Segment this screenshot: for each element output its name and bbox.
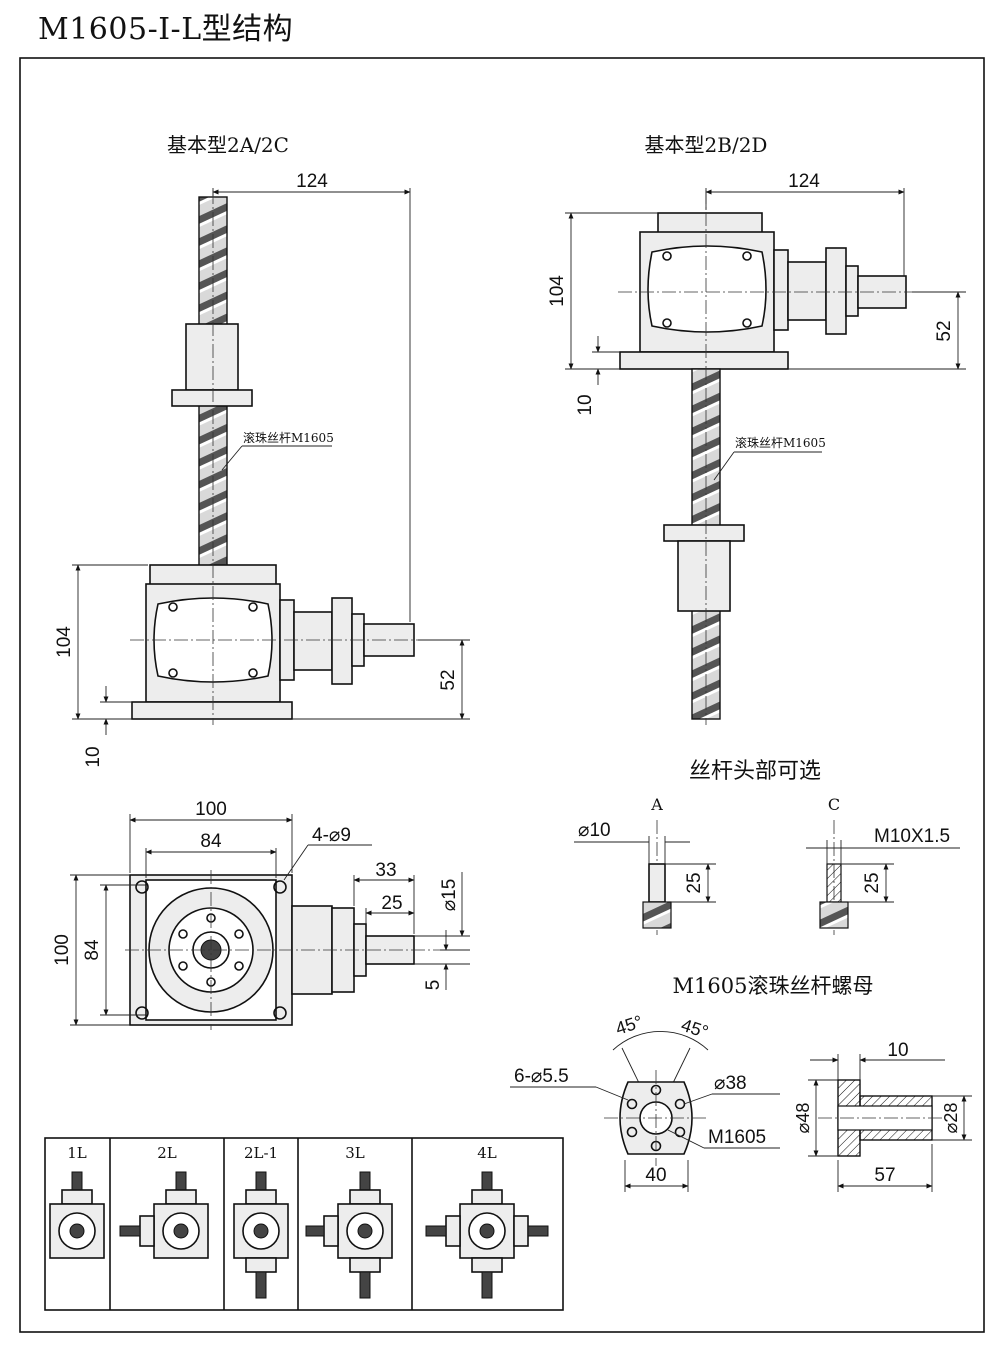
right-base-plate [619,351,789,370]
option-c-thread [819,901,849,929]
left-height-value: 104 [54,626,75,658]
left-view-title: 基本型2A/2C [167,133,289,157]
mount-hole [273,880,287,894]
option-c-thread-spec: M10X1.5 [874,826,950,847]
drawing-frame [19,57,985,1333]
layout-label-2l: 2L [157,1144,177,1162]
nut-title: M1605滚珠丝杆螺母 [673,974,874,998]
right-housing-top [657,212,763,234]
left-label-leader [221,445,243,471]
option-a-shaft [648,863,666,903]
shaft-len1: 33 [375,860,396,881]
layout-1l-icon [49,1171,105,1259]
nut-flange-thk: 10 [887,1040,908,1061]
left-screw-nut [185,323,239,391]
left-shaft-value: 52 [438,669,459,690]
right-screw-nut [677,540,731,612]
plan-inner-width: 84 [200,831,222,852]
left-width-value: 124 [296,171,328,192]
right-cover-plate [647,245,767,333]
option-a-len: 25 [684,872,705,893]
left-screw-label: 滚珠丝杆M1605 [243,430,334,445]
nut-length: 57 [874,1165,895,1186]
right-flange-hub [845,265,859,317]
view-2a-2c: 基本型2A/2C 滚珠丝杆M1605 124 [54,133,470,768]
mount-hole [135,1006,149,1020]
left-nut-flange [171,389,253,407]
left-side-housing [293,611,333,671]
left-base-value: 10 [83,746,104,767]
plan-outer-width: 100 [195,799,227,820]
right-side-boss [773,249,789,331]
layout-4l-icon [425,1171,549,1299]
mount-hole [273,1006,287,1020]
plan-inner-height: 84 [82,939,103,961]
layout-2l-icon [119,1171,209,1259]
screw-head-title: 丝杆头部可选 [689,759,821,784]
option-c-thread-end [826,863,842,903]
left-motor-flange [331,597,353,685]
key-width: 5 [423,980,444,991]
page-title: M1605-I-L型结构 [38,12,294,47]
ball-nut-drawing: M1605滚珠丝杆螺母 45° 45° 6-⌀5.5 ⌀38 M1605 40 [510,974,972,1192]
option-a-dia: ⌀10 [578,820,611,841]
layout-3l-icon [305,1171,393,1299]
left-cover-bolt [248,602,258,612]
option-c-len: 25 [862,872,883,893]
left-cover-bolt [168,668,178,678]
nut-holes: 6-⌀5.5 [514,1066,569,1087]
right-screw-label: 滚珠丝杆M1605 [735,435,826,450]
left-cover-bolt [248,668,258,678]
screw-head-options: 丝杆头部可选 A C ⌀10 25 M10X1.5 25 [574,759,960,935]
option-a-label: A [650,795,663,814]
right-height-value: 104 [547,275,568,307]
layout-label-3l: 3L [345,1144,365,1162]
nut-flange-flat: 40 [645,1165,666,1186]
right-shaft-value: 52 [934,320,955,341]
plan-holes: 4-⌀9 [312,825,351,846]
nut-thread: M1605 [708,1127,766,1148]
right-motor-flange [825,247,847,335]
right-base-value: 10 [575,394,596,415]
plan-view: 100 84 4-⌀9 100 84 33 25 ⌀15 5 [52,799,470,1030]
right-view-title: 基本型2B/2D [645,133,768,157]
option-c-label: C [828,795,840,814]
mount-hole [135,880,149,894]
right-width-value: 124 [788,171,820,192]
nut-angle-2: 45° [679,1015,711,1042]
nut-outer-dia: ⌀48 [793,1103,813,1134]
left-cover-bolt [168,602,178,612]
view-2b-2d: 基本型2B/2D 滚珠丝杆M1605 124 104 52 [547,133,966,725]
nut-pcd: ⌀38 [714,1073,747,1094]
right-nut-flange [663,524,745,542]
left-base-plate [131,701,293,720]
layout-2l-1-icon [233,1171,289,1299]
option-a-thread [642,901,672,929]
nut-body-dia: ⌀28 [941,1103,961,1134]
layout-label-2l-1: 2L-1 [244,1144,278,1162]
plan-outer-height: 100 [52,934,73,966]
angle-arc [612,1031,709,1051]
layout-label-1l: 1L [67,1144,87,1162]
layout-table: 1L 2L 2L-1 3L 4L [44,1137,564,1311]
right-side-housing [787,261,827,321]
layout-label-4l: 4L [477,1144,497,1162]
shaft-dia: ⌀15 [439,879,460,912]
shaft-len2: 25 [381,893,402,914]
